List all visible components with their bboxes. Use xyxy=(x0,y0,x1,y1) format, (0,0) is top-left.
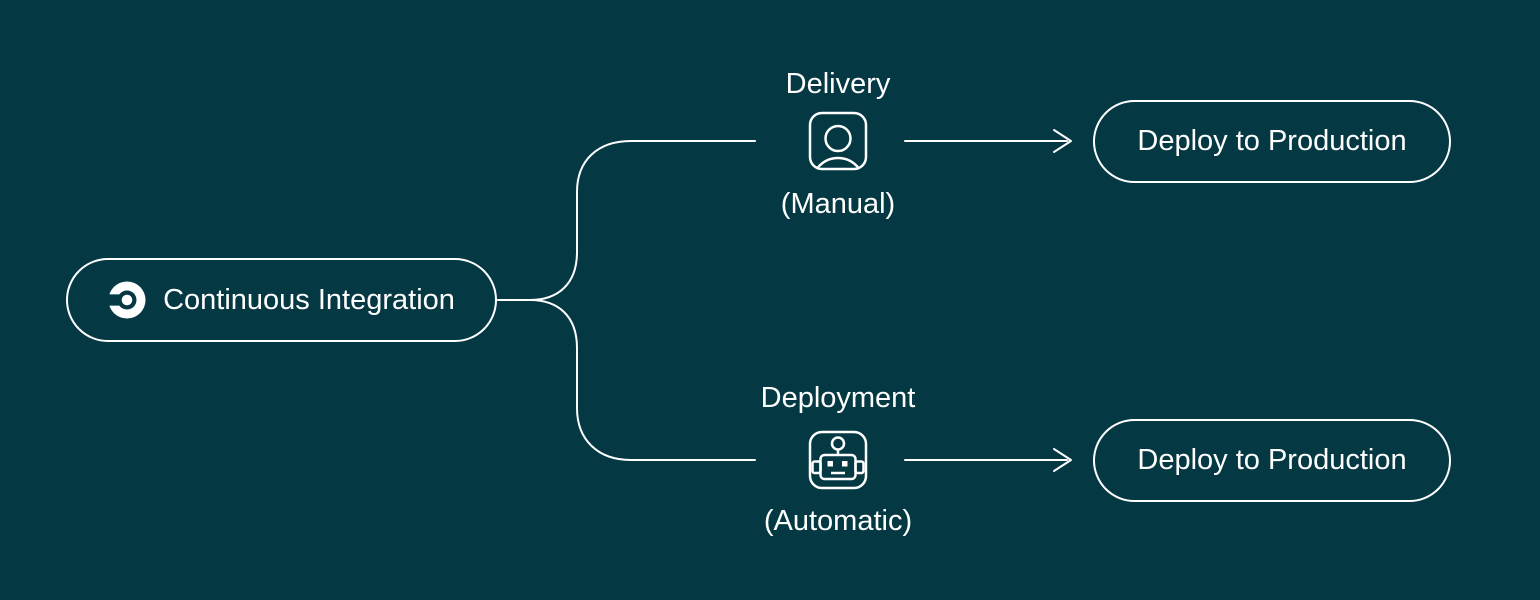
ci-node-label: Continuous Integration xyxy=(163,283,455,316)
deploy-node-label: Deploy to Production xyxy=(1137,444,1407,476)
circleci-logo-icon xyxy=(108,281,146,319)
arrow-head-icon xyxy=(1053,129,1072,153)
deployment-mode-label: (Automatic) xyxy=(763,505,913,537)
delivery-title: Delivery xyxy=(785,68,891,100)
branch-connector-bottom xyxy=(497,299,756,461)
branch-connector-top xyxy=(497,140,756,301)
robot-icon xyxy=(808,430,868,490)
delivery-mode-label: (Manual) xyxy=(780,188,896,220)
deploy-node-label: Deploy to Production xyxy=(1137,125,1407,157)
deploy-to-production-node-top: Deploy to Production xyxy=(1093,100,1451,183)
deploy-to-production-node-bottom: Deploy to Production xyxy=(1093,419,1451,502)
ci-node: Continuous Integration xyxy=(66,258,497,342)
arrow-head-icon xyxy=(1053,448,1072,472)
user-icon xyxy=(808,111,868,171)
deployment-title: Deployment xyxy=(760,382,916,414)
